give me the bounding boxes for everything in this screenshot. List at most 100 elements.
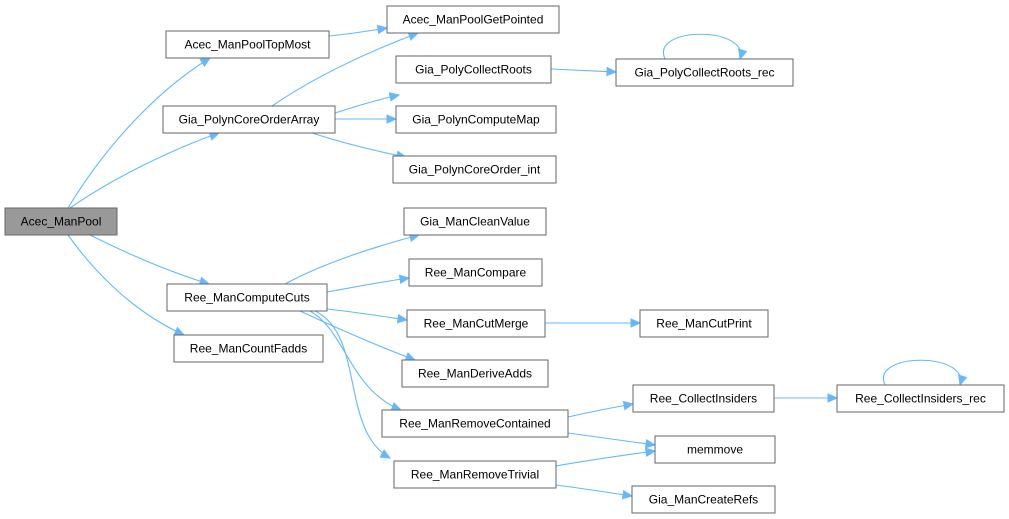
node-ree-mancutprint[interactable]: Ree_ManCutPrint <box>639 309 769 338</box>
edge-line <box>309 310 402 411</box>
node-box <box>4 207 118 236</box>
node-label: Gia_PolynComputeMap <box>412 113 540 127</box>
edge-line <box>326 308 408 321</box>
node-box <box>406 309 546 338</box>
node-gia-mancleanvalue[interactable]: Gia_ManCleanValue <box>403 207 547 236</box>
node-acec-manpooltopmost[interactable]: Acec_ManPoolTopMost <box>165 30 330 59</box>
node-gia-polyncoreorderarray[interactable]: Gia_PolynCoreOrderArray <box>162 105 336 134</box>
node-label: Gia_ManCreateRefs <box>649 493 758 507</box>
edge-acec_manpooltopmost-to-acec_manpoolgetpointed <box>328 24 389 37</box>
arrowhead <box>199 57 212 68</box>
node-label: Ree_ManDeriveAdds <box>418 367 532 381</box>
arrowhead <box>621 489 634 500</box>
node-acec-manpool[interactable]: Acec_ManPool <box>4 207 118 236</box>
node-box <box>381 409 569 438</box>
node-memmove[interactable]: memmove <box>654 435 776 464</box>
node-box <box>632 384 775 413</box>
arrowhead <box>376 24 389 35</box>
node-box <box>393 460 557 489</box>
node-label: Ree_ManRemoveTrivial <box>411 468 539 482</box>
node-ree-collectinsiders-rec[interactable]: Ree_CollectInsiders_rec <box>836 384 1005 413</box>
edge-gia_polyncoreorderarray-to-acec_manpoolgetpointed <box>271 31 420 107</box>
edge-ree_manremovetrivial-to-gia_mancreaterefs <box>555 484 634 500</box>
edge-line <box>69 132 220 209</box>
edge-gia_polycollectroots_rec-to-gia_polycollectroots_rec <box>662 33 748 61</box>
edge-ree_manremovecontained-to-ree_collectinsiders <box>567 400 635 418</box>
node-box <box>395 55 552 84</box>
node-box <box>166 283 328 312</box>
edge-line <box>567 432 656 446</box>
node-box <box>386 5 560 34</box>
node-box <box>162 105 336 134</box>
edge-gia_polycollectroots-to-gia_polycollectroots_rec <box>550 66 618 77</box>
node-box <box>408 258 543 287</box>
arrowhead <box>958 374 968 387</box>
edge-line <box>567 403 634 418</box>
arrowhead <box>606 66 618 77</box>
node-label: Ree_CollectInsiders_rec <box>855 392 986 406</box>
node-gia-polycollectroots-rec[interactable]: Gia_PolyCollectRoots_rec <box>615 58 794 87</box>
arrowhead <box>404 352 417 362</box>
node-gia-polyncomputemap[interactable]: Gia_PolynComputeMap <box>395 105 557 134</box>
node-gia-polycollectroots[interactable]: Gia_PolyCollectRoots <box>395 55 552 84</box>
node-label: Gia_PolyCollectRoots_rec <box>634 66 774 80</box>
node-label: Acec_ManPoolTopMost <box>184 38 311 52</box>
node-ree-manderiveadds[interactable]: Ree_ManDeriveAdds <box>401 359 549 388</box>
node-ree-mancutmerge[interactable]: Ree_ManCutMerge <box>406 309 546 338</box>
node-box <box>392 155 557 184</box>
arrowhead <box>173 326 186 336</box>
edge-acec_manpool-to-gia_polyncoreorderarray <box>69 131 221 209</box>
node-ree-mancomputecuts[interactable]: Ree_ManComputeCuts <box>166 283 328 312</box>
node-label: Ree_ManComputeCuts <box>184 291 309 305</box>
node-gia-polyncoreorder-int[interactable]: Gia_PolynCoreOrder_int <box>392 155 557 184</box>
edge-line <box>311 132 407 158</box>
node-ree-collectinsiders[interactable]: Ree_CollectInsiders <box>632 384 775 413</box>
edge-gia_polyncoreorderarray-to-gia_polycollectroots <box>334 92 401 114</box>
edge-line <box>334 94 400 114</box>
node-box <box>401 359 549 388</box>
arrowhead <box>398 274 411 285</box>
node-label: Ree_ManCompare <box>425 266 527 280</box>
edge-gia_polyncoreorderarray-to-gia_polyncoreorder_int <box>311 132 408 160</box>
arrowhead <box>644 439 657 449</box>
edge-line <box>555 450 656 467</box>
node-ree-mancountfadds[interactable]: Ree_ManCountFadds <box>173 334 324 363</box>
edge-gia_polyncoreorderarray-to-gia_polyncomputemap <box>335 114 398 124</box>
node-ree-mancompare[interactable]: Ree_ManCompare <box>408 258 543 287</box>
edge-line <box>67 57 211 209</box>
node-label: Gia_PolynCoreOrder_int <box>409 163 541 177</box>
arrowhead <box>388 92 401 102</box>
arrowhead <box>390 402 403 411</box>
edge-ree_mancomputecuts-to-ree_manremovetrivial <box>314 310 392 459</box>
edge-ree_collectinsiders-to-ree_collectinsiders_rec <box>774 393 839 403</box>
arrowhead <box>379 449 392 459</box>
node-box <box>654 435 776 464</box>
edge-acec_manpool-to-ree_mancomputecuts <box>89 234 211 286</box>
node-label: Ree_ManCutMerge <box>424 317 529 331</box>
node-box <box>836 384 1005 413</box>
node-box <box>395 105 557 134</box>
node-label: Ree_CollectInsiders <box>650 392 757 406</box>
node-label: memmove <box>687 443 743 457</box>
edge-line <box>67 234 185 336</box>
edge-line <box>882 359 962 386</box>
nodes-layer: Acec_ManPool Acec_ManPoolTopMost Acec_ManP… <box>4 5 1005 514</box>
node-ree-manremovecontained[interactable]: Ree_ManRemoveContained <box>381 409 569 438</box>
edge-line <box>314 310 391 459</box>
arrowhead <box>622 400 635 411</box>
arrowhead <box>630 318 642 328</box>
edge-line <box>271 32 419 107</box>
node-acec-manpoolgetpointed[interactable]: Acec_ManPoolGetPointed <box>386 5 560 34</box>
arrowhead <box>396 313 409 324</box>
node-ree-manremovetrivial[interactable]: Ree_ManRemoveTrivial <box>393 460 557 489</box>
edge-ree_manremovetrivial-to-memmove <box>555 447 657 467</box>
arrowhead <box>386 114 398 124</box>
edge-ree_mancutmerge-to-ree_mancutprint <box>545 318 642 328</box>
edge-line <box>662 33 742 60</box>
arrowhead <box>407 31 420 41</box>
node-label: Ree_ManCutPrint <box>656 317 752 331</box>
edge-ree_manremovecontained-to-memmove <box>567 432 657 449</box>
edge-acec_manpool-to-acec_manpooltopmost <box>67 57 212 209</box>
node-box <box>639 309 769 338</box>
node-gia-mancreaterefs[interactable]: Gia_ManCreateRefs <box>631 485 776 514</box>
